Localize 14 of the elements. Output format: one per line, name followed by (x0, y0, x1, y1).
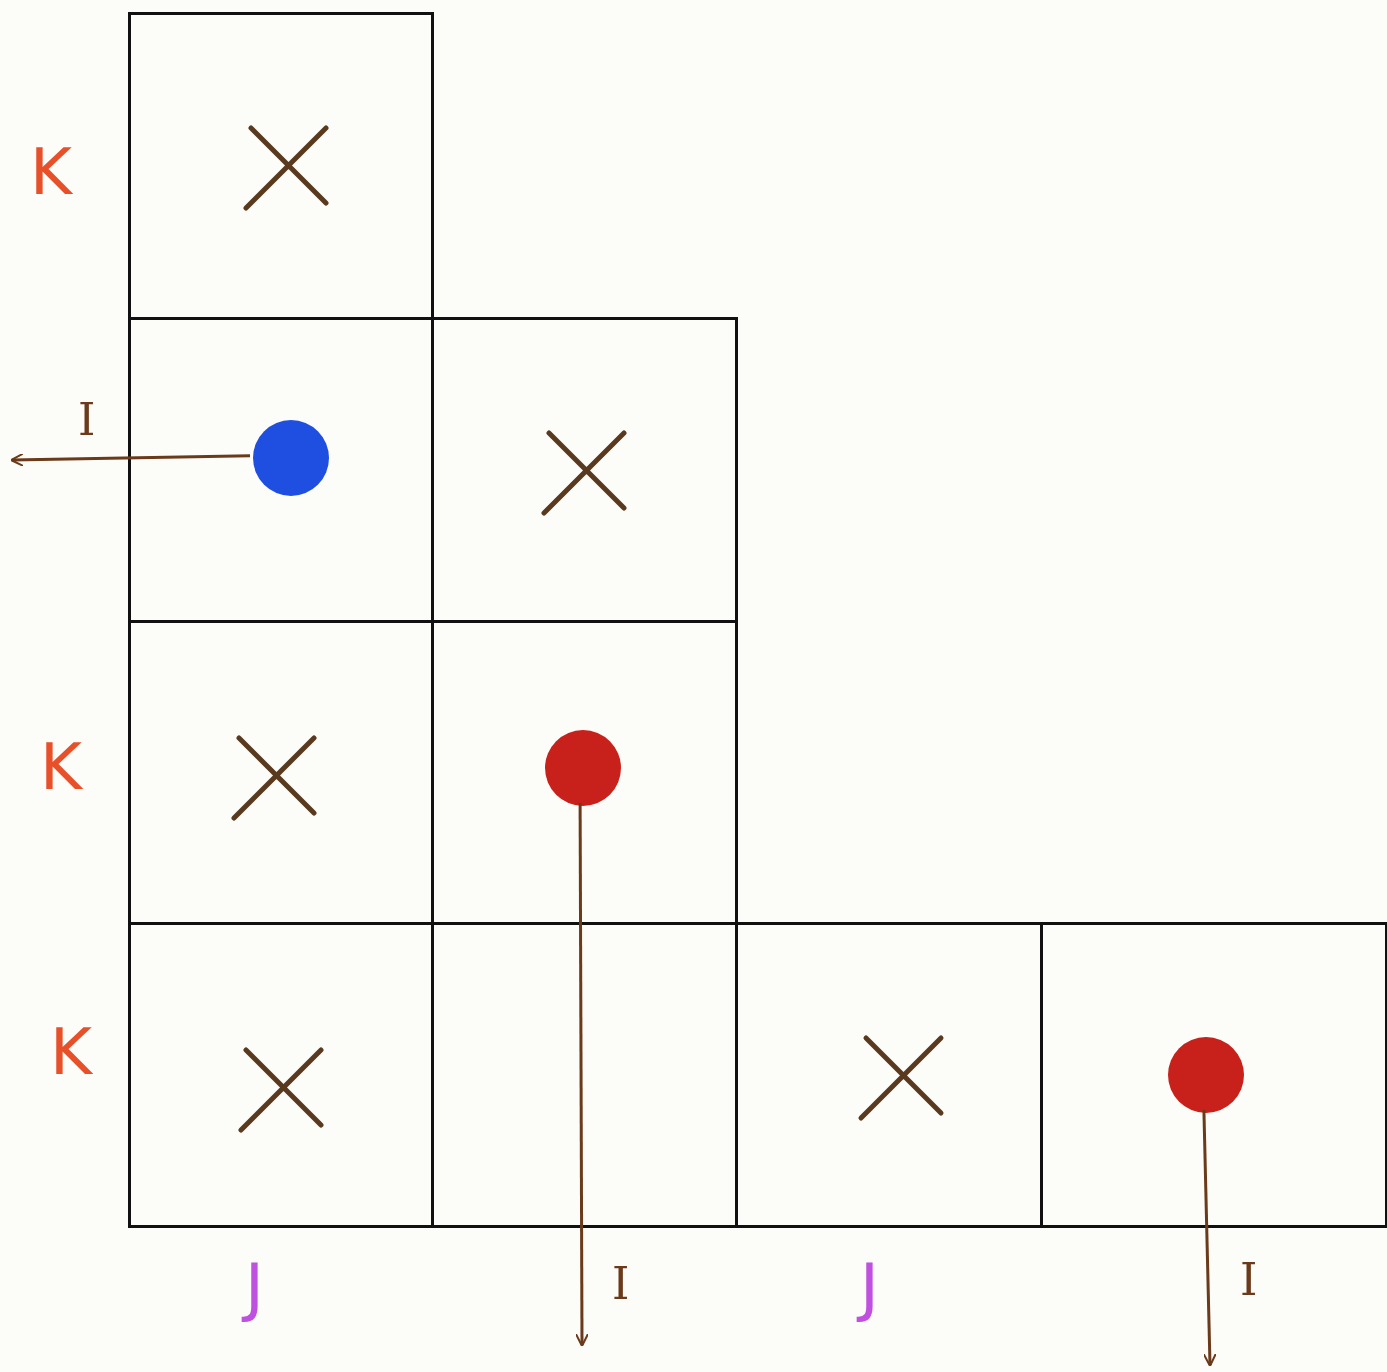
grid-cell (1040, 922, 1387, 1228)
edge-label: I (612, 1262, 630, 1306)
edge-label: I (1240, 1258, 1258, 1302)
arrow (10, 452, 251, 467)
row-label: K (30, 140, 72, 204)
edge-label: I (78, 398, 96, 442)
grid-cell (735, 922, 1043, 1228)
arrow (1202, 1109, 1217, 1367)
grid-cell (128, 922, 434, 1228)
grid-cell (431, 317, 738, 623)
grid-cell (128, 12, 434, 320)
row-label: K (40, 735, 82, 799)
arrow (574, 803, 589, 1347)
row-label: K (50, 1020, 92, 1084)
